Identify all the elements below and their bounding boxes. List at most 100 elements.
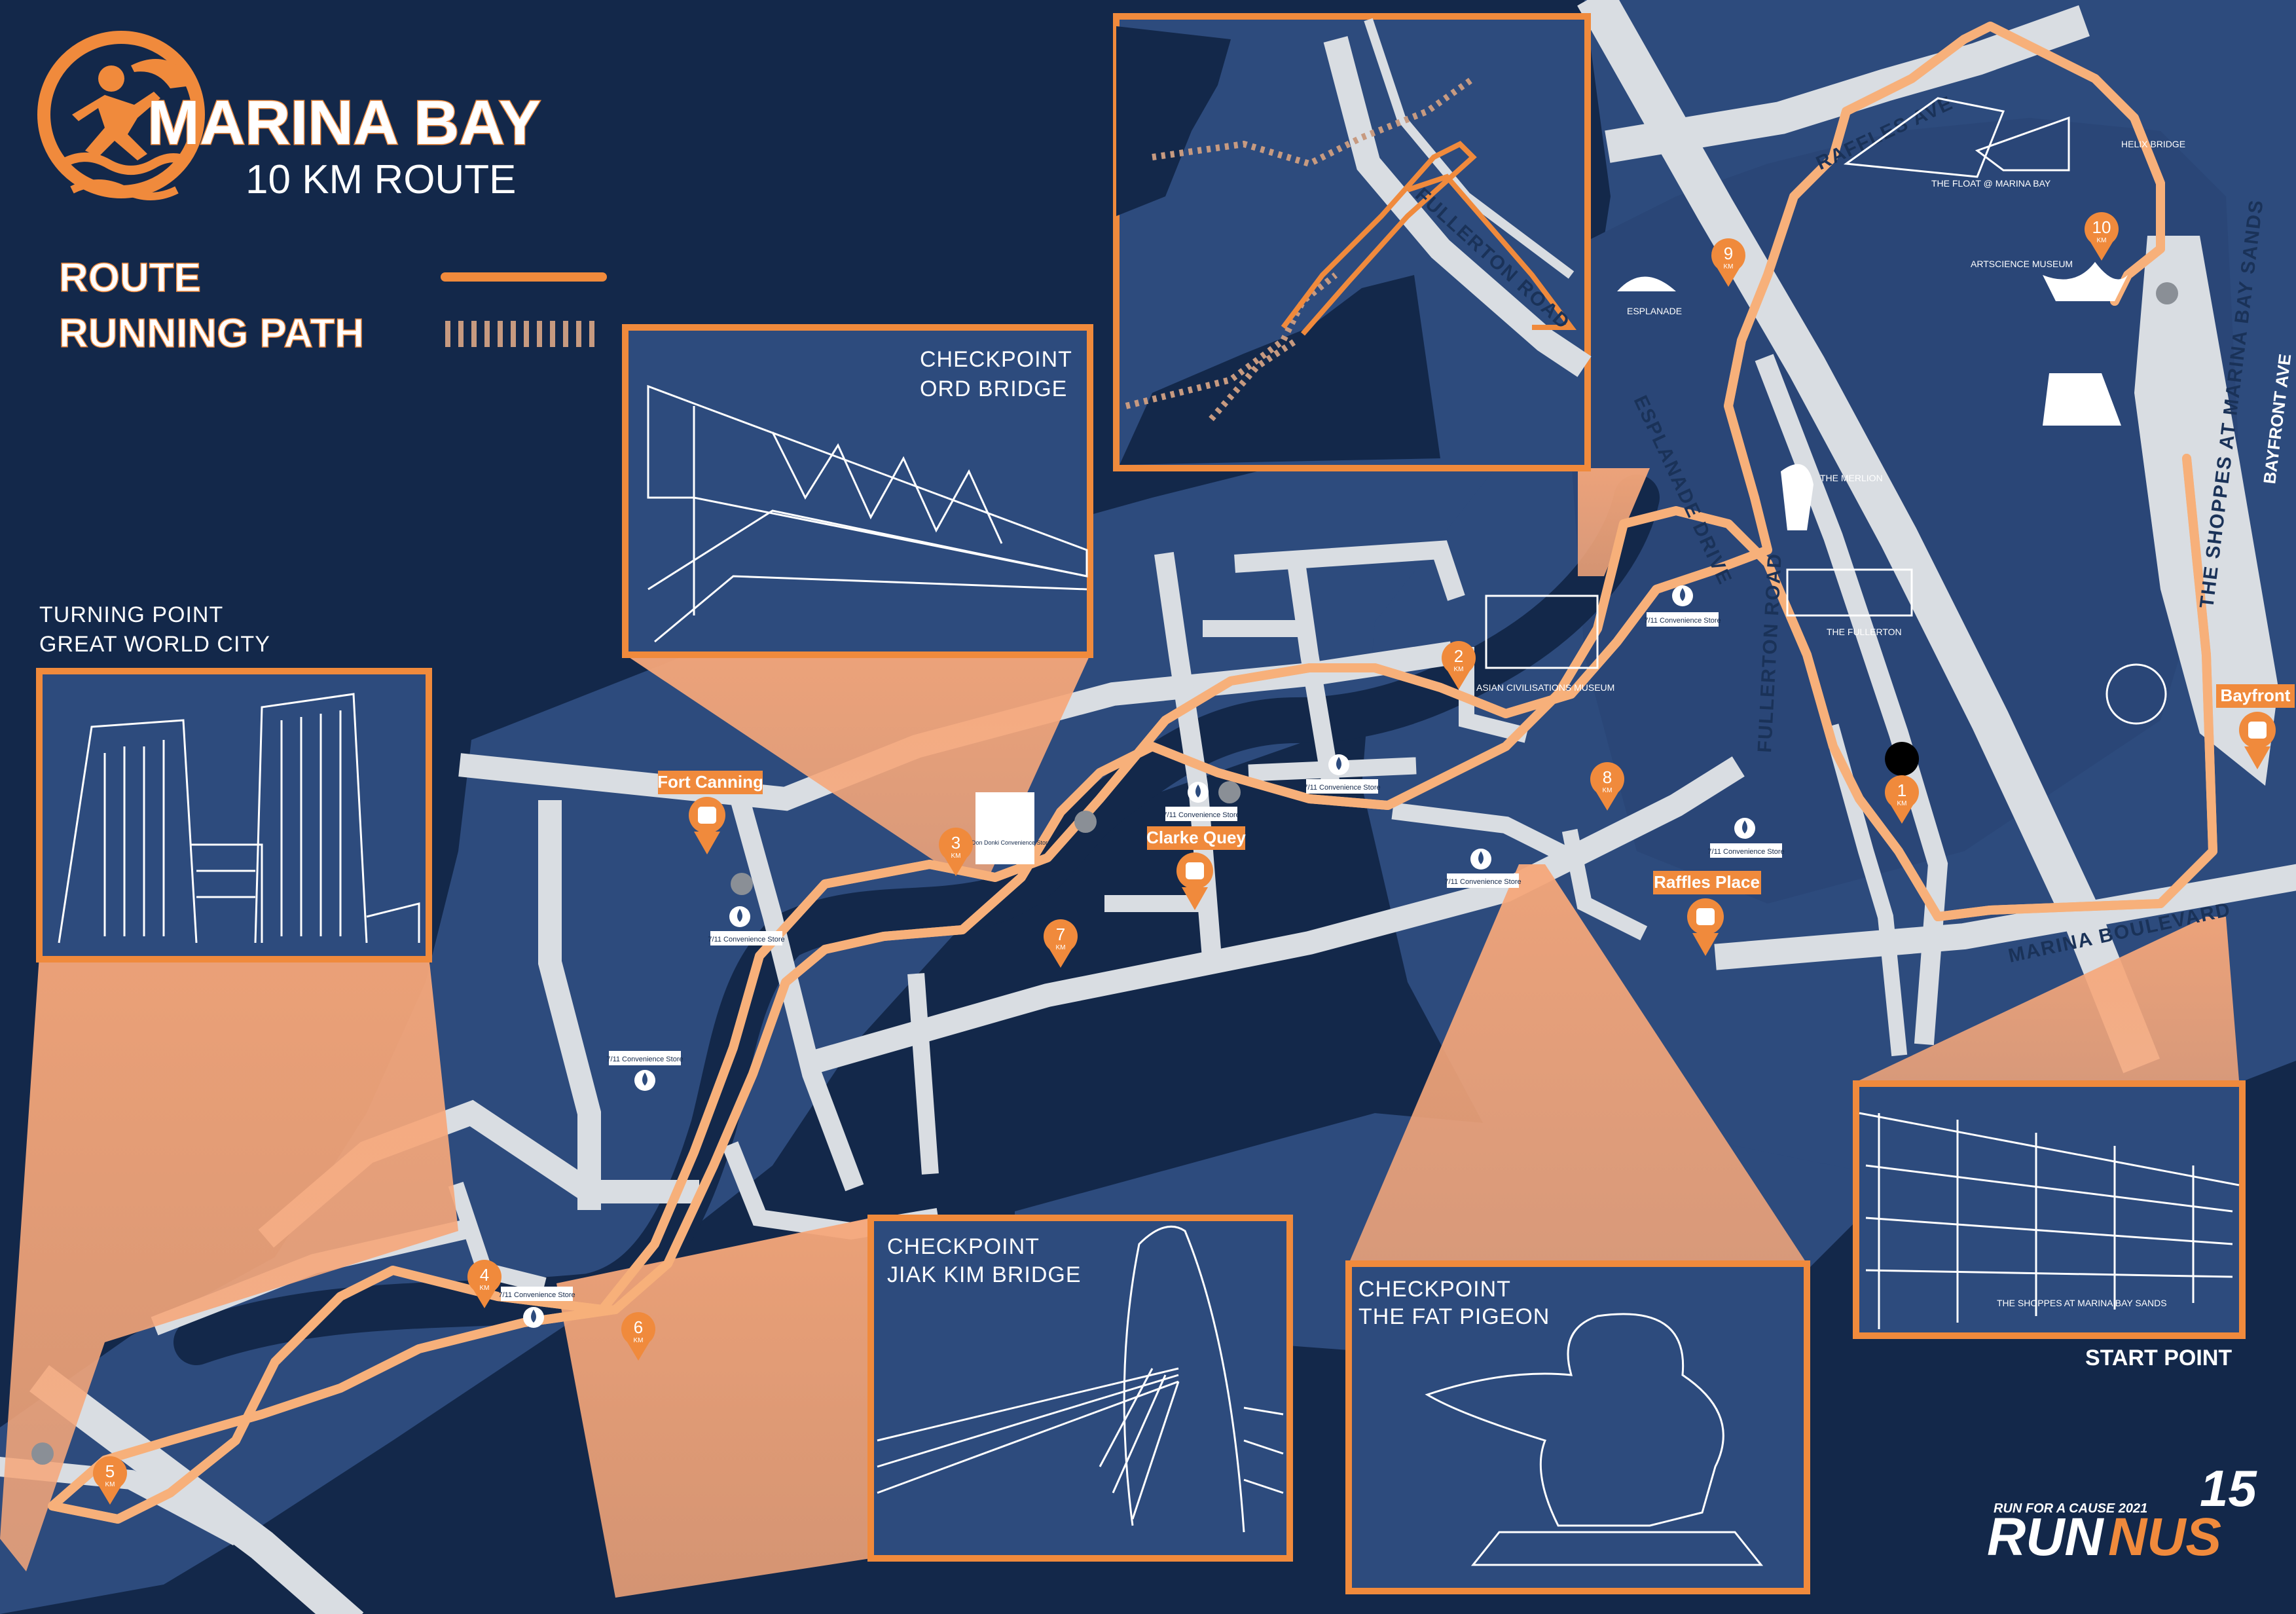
panel-fat-pigeon: CHECKPOINT THE FAT PIGEON: [1345, 1260, 1810, 1594]
water-point-icon: [1188, 782, 1209, 803]
km-marker-unit: KM: [105, 1481, 115, 1488]
legend: ROUTE RUNNING PATH: [58, 255, 607, 357]
svg-text:7/11 Convenience Store: 7/11 Convenience Store: [1303, 784, 1380, 792]
km-marker-4: 4KM: [467, 1260, 501, 1308]
km-marker-unit: KM: [1603, 787, 1613, 794]
legend-running-path-label: RUNNING PATH: [59, 311, 364, 356]
toilet-icon: [2156, 282, 2178, 304]
km-marker-number: 3: [951, 833, 960, 853]
runner-icon: [72, 59, 196, 160]
store-labels: 7/11 Convenience Store 7/11 Convenience …: [498, 612, 1785, 1301]
km-marker-6: 6KM: [621, 1312, 655, 1361]
km-marker-number: 4: [480, 1265, 489, 1285]
svg-text:ESPLANADE: ESPLANADE: [1627, 306, 1682, 316]
km-marker-unit: KM: [1056, 944, 1066, 951]
svg-text:CHECKPOINT: CHECKPOINT: [887, 1234, 1040, 1259]
svg-text:JIAK KIM BRIDGE: JIAK KIM BRIDGE: [887, 1262, 1082, 1287]
panel-ord-bridge: CHECKPOINT ORD BRIDGE: [622, 324, 1093, 658]
svg-text:7/11 Convenience Store: 7/11 Convenience Store: [1444, 878, 1521, 886]
svg-text:THE SHOPPES AT MARINA BAY SAND: THE SHOPPES AT MARINA BAY SANDS: [1997, 1298, 2167, 1308]
merlion-icon: [1781, 464, 1813, 530]
svg-text:THE FAT PIGEON: THE FAT PIGEON: [1358, 1304, 1550, 1329]
km-marker-unit: KM: [634, 1337, 644, 1344]
svg-text:7/11 Convenience Store: 7/11 Convenience Store: [606, 1055, 683, 1063]
route-line: [48, 22, 2217, 1524]
start-point-label: START POINT: [2085, 1346, 2232, 1370]
panel-great-world: TURNING POINT GREAT WORLD CITY: [36, 602, 432, 963]
fat-pigeon-illustration: [1425, 1313, 1764, 1566]
mbs-promenade: [2134, 236, 2278, 786]
panel-fullerton-road: FULLERTON ROAD: [1113, 13, 1592, 471]
km-marker-unit: KM: [2097, 237, 2107, 244]
panel-jiak-kim: CHECKPOINT JIAK KIM BRIDGE: [867, 1215, 1293, 1562]
toilet-icon: [31, 1442, 54, 1465]
title-block: MARINA BAY 10 KM ROUTE: [37, 31, 541, 202]
km-marker-unit: KM: [1897, 800, 1907, 807]
svg-text:7/11 Convenience Store: 7/11 Convenience Store: [1163, 811, 1239, 819]
km-marker-unit: KM: [951, 853, 961, 860]
svg-text:THE MERLION: THE MERLION: [1820, 473, 1883, 483]
map-title: MARINA BAY: [147, 88, 541, 158]
km-marker-2: 2KM: [1442, 641, 1476, 689]
km-marker-unit: KM: [480, 1285, 490, 1292]
acm-icon: [1485, 595, 1599, 669]
runnus-logo: RUN FOR A CAUSE 2021 15 RUN NUS: [1987, 1459, 2257, 1567]
station-clarke-quay: Clarke Quey: [1146, 826, 1246, 910]
svg-text:THE FULLERTON: THE FULLERTON: [1827, 627, 1902, 637]
water-point-icon: [1672, 585, 1693, 606]
running-path-detail: [1125, 75, 1475, 422]
float-icon: [1843, 97, 2005, 178]
svg-text:7/11 Convenience Store: 7/11 Convenience Store: [708, 936, 784, 944]
svg-text:Clarke Quey: Clarke Quey: [1146, 828, 1246, 847]
ord-bridge-illustration: [647, 384, 1088, 643]
helix-icon: [1975, 116, 2070, 172]
artscience-icon: [2043, 262, 2128, 301]
water-point-icon: [1470, 849, 1491, 870]
fullerton-icon: [1786, 568, 1913, 617]
jiak-kim-bridge-illustration: [877, 1225, 1284, 1533]
svg-text:7/11 Convenience Store: 7/11 Convenience Store: [498, 1291, 575, 1299]
apple-marina-bay-icon: [2105, 663, 2167, 725]
map-subtitle: 10 KM ROUTE: [246, 157, 516, 202]
toilet-icon: [1074, 811, 1097, 833]
water-point-icon: [1734, 818, 1755, 839]
train-icon: [1186, 862, 1204, 879]
landmarks: THE FLOAT @ MARINA BAY HELIX BRIDGE ARTS…: [1476, 97, 2185, 725]
km-marker-number: 1: [1897, 780, 1906, 800]
svg-text:7/11 Convenience Store: 7/11 Convenience Store: [1644, 617, 1721, 625]
km-marker-unit: KM: [1454, 666, 1464, 673]
svg-text:Bayfront: Bayfront: [2221, 686, 2291, 705]
svg-text:Raffles Place: Raffles Place: [1654, 872, 1760, 892]
svg-text:ASIAN CIVILISATIONS MUSEUM: ASIAN CIVILISATIONS MUSEUM: [1476, 682, 1614, 693]
water-point-icon: [634, 1070, 655, 1091]
svg-text:CHECKPOINT: CHECKPOINT: [920, 347, 1072, 372]
toilet-icon: [731, 873, 753, 895]
panel-start-point: THE SHOPPES AT MARINA BAY SANDS: [1853, 1080, 2246, 1339]
svg-text:RUN FOR A CAUSE 2021: RUN FOR A CAUSE 2021: [1994, 1501, 2147, 1516]
svg-text:HELIX BRIDGE: HELIX BRIDGE: [2121, 139, 2185, 149]
km-marker-8: 8KM: [1590, 762, 1624, 811]
svg-text:Fort Canning: Fort Canning: [657, 772, 763, 792]
great-world-illustration: [58, 693, 420, 944]
water-point-icon: [1328, 754, 1349, 775]
km-marker-number: 8: [1603, 767, 1612, 787]
station-fort-canning: Fort Canning: [657, 771, 763, 854]
svg-text:7/11 Convenience Store: 7/11 Convenience Store: [1707, 848, 1784, 856]
km-marker-unit: KM: [1724, 263, 1734, 270]
water-point-icon: [729, 906, 750, 927]
louis-vuitton-icon: [2043, 373, 2121, 426]
svg-text:Don Don Donki Convenience Stor: Don Don Donki Convenience Store: [959, 839, 1051, 846]
svg-text:THE FLOAT @ MARINA BAY: THE FLOAT @ MARINA BAY: [1931, 178, 2051, 189]
km-marker-1: [1885, 742, 1920, 776]
water-point-icon: [523, 1307, 544, 1328]
svg-text:ARTSCIENCE MUSEUM: ARTSCIENCE MUSEUM: [1971, 259, 2073, 269]
svg-text:TURNING POINT: TURNING POINT: [39, 602, 223, 627]
km-marker-1: 1KM: [1885, 775, 1919, 824]
svg-text:15: 15: [2200, 1459, 2257, 1517]
km-marker-7: 7KM: [1044, 919, 1078, 968]
km-marker-9: 9KM: [1711, 238, 1745, 287]
